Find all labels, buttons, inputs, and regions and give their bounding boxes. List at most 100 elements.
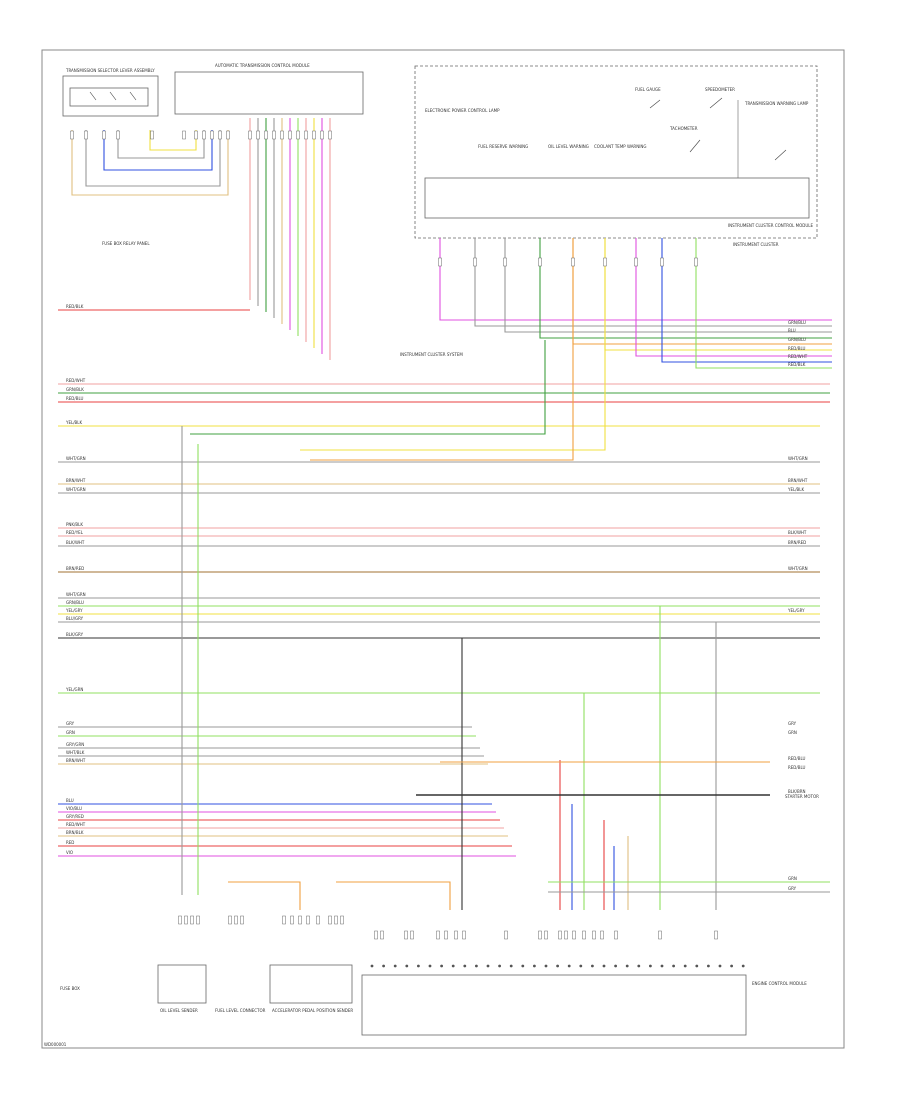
connector-pin-21 <box>444 930 448 940</box>
engine-module-terminal <box>417 964 420 968</box>
connector-pin-31 <box>592 930 596 940</box>
electronic-lamp-label: ELECTRONIC POWER CONTROL LAMP <box>425 108 500 113</box>
engine-module-terminal <box>370 964 374 968</box>
module-pin-4 <box>116 130 120 140</box>
cluster-drop-9 <box>695 238 832 369</box>
wire-label-right-17: RED/BLU <box>788 765 806 770</box>
cluster-pin-4 <box>538 257 542 267</box>
wire-label-right-12: WHT/GRN <box>788 566 808 571</box>
connector-pin-24 <box>504 930 508 940</box>
connector-pin-11 <box>306 915 310 925</box>
diagram-frame <box>41 49 845 1049</box>
module-pin-21 <box>320 130 324 140</box>
module-pin-8 <box>202 130 206 140</box>
engine-module-box <box>361 974 747 1036</box>
cluster-drop-7 <box>635 238 832 357</box>
fuse-left-label: FUSE BOX RELAY PANEL <box>102 241 150 246</box>
instrument-cluster-module-box <box>424 177 810 219</box>
transmission-selector-switch-box <box>69 87 149 107</box>
module-pin-15 <box>272 130 276 140</box>
engine-module-terminal <box>741 964 745 968</box>
engine-module-terminal <box>649 964 652 968</box>
vertical-run-4 <box>300 238 606 451</box>
wire-label-right-6: RED/BLK <box>788 362 806 367</box>
transmission-warning-label: TRANSMISSION WARNING LAMP <box>744 101 809 106</box>
connector-pin-6 <box>234 915 238 925</box>
wire-label-left-8: WHT/GRN <box>66 487 86 492</box>
wire-label-left-18: YEL/GRN <box>65 687 83 692</box>
transmission-module-label: AUTOMATIC TRANSMISSION CONTROL MODULE <box>215 63 310 68</box>
cluster-pin-2 <box>473 257 477 267</box>
module-pin-1 <box>70 130 74 140</box>
speedometer-label: SPEEDOMETER <box>705 87 735 92</box>
wire-label-left-15: YEL/GRY <box>65 608 83 613</box>
wire-label-left-20: GRN <box>66 730 75 735</box>
engine-module-terminal <box>475 964 478 968</box>
instrument-cluster-outline <box>414 65 818 239</box>
wire-label-right-4: RED/BLU <box>788 346 806 351</box>
cluster-drop-8 <box>661 238 832 363</box>
engine-module-terminal <box>556 964 559 968</box>
cluster-system-label: INSTRUMENT CLUSTER SYSTEM <box>400 352 463 357</box>
engine-module-terminal <box>695 964 699 968</box>
wire-label-left-17: BLK/GRY <box>66 632 84 637</box>
oil-sender-box <box>157 964 207 1004</box>
wire-label-right-14: GRY <box>788 721 797 726</box>
tachometer-label: TACHOMETER <box>669 126 698 131</box>
cluster-pin-8 <box>660 257 664 267</box>
connector-pin-34 <box>658 930 662 940</box>
wire-label-right-19: GRN <box>788 876 797 881</box>
engine-module-terminal <box>533 964 536 968</box>
engine-module-terminal <box>544 964 548 968</box>
connector-pin-35 <box>714 930 718 940</box>
engine-module-terminal <box>440 964 443 968</box>
wire-label-left-27: RED/WHT <box>66 822 86 827</box>
wire-label-right-13: YEL/GRY <box>787 608 805 613</box>
selector-loop-3 <box>103 130 213 171</box>
engine-module-terminal <box>463 964 467 968</box>
wire-label-left-29: RED <box>66 840 74 845</box>
engine-module-terminal <box>625 964 629 968</box>
wire-label-right-9: YEL/BLK <box>787 487 805 492</box>
pedal-wire-1 <box>228 881 301 910</box>
wire-label-left-7: BRN/WHT <box>66 478 86 483</box>
connector-pin-22 <box>454 930 458 940</box>
engine-module-terminal <box>509 964 513 968</box>
engine-module-terminal <box>393 964 397 968</box>
connector-pin-14 <box>334 915 338 925</box>
wire-label-left-23: BRN/WHT <box>66 758 86 763</box>
wire-label-left-5: YEL/BLK <box>65 420 83 425</box>
instrument-cluster: INSTRUMENT CLUSTER CONTROL MODULE INSTRU… <box>414 65 818 247</box>
connector-pin-7 <box>240 915 244 925</box>
module-pin-10 <box>218 130 222 140</box>
engine-module-terminal <box>486 964 490 968</box>
connector-pin-18 <box>404 930 408 940</box>
instrument-cluster-label: INSTRUMENT CLUSTER <box>733 242 779 247</box>
wire-label-left-30: VIO <box>66 850 73 855</box>
connector-pin-30 <box>582 930 586 940</box>
wire-label-right-18: BLK/BRN <box>788 789 805 794</box>
connector-pin-1 <box>178 915 182 925</box>
wire-label-right-5: RED/WHT <box>788 354 808 359</box>
accel-pedal-label: ACCELERATOR PEDAL POSITION SENDER <box>272 1008 353 1013</box>
connector-pin-33 <box>614 930 618 940</box>
wire-label-right-7: WHT/GRN <box>788 456 808 461</box>
connector-pin-23 <box>462 930 466 940</box>
connector-pin-28 <box>564 930 568 940</box>
connector-pin-3 <box>190 915 194 925</box>
selector-loop-2 <box>85 130 221 187</box>
wire-label-left-24: BLU <box>66 798 74 803</box>
cluster-drop-4 <box>539 238 832 339</box>
engine-module-terminal <box>579 964 583 968</box>
wire-label-left-2: RED/WHT <box>66 378 86 383</box>
wire-label-left-9: PNK/BLK <box>66 522 83 527</box>
cluster-drop-3 <box>504 238 832 333</box>
wire-label-right-20: GRY <box>788 886 797 891</box>
wire-label-right-1: GRN/BLU <box>788 320 806 325</box>
engine-module-terminal <box>602 964 606 968</box>
engine-module-terminal <box>683 964 687 968</box>
engine-module-terminal <box>382 964 385 968</box>
wire-label-left-4: RED/BLU <box>66 396 84 401</box>
wire-label-left-11: BLK/WHT <box>66 540 85 545</box>
